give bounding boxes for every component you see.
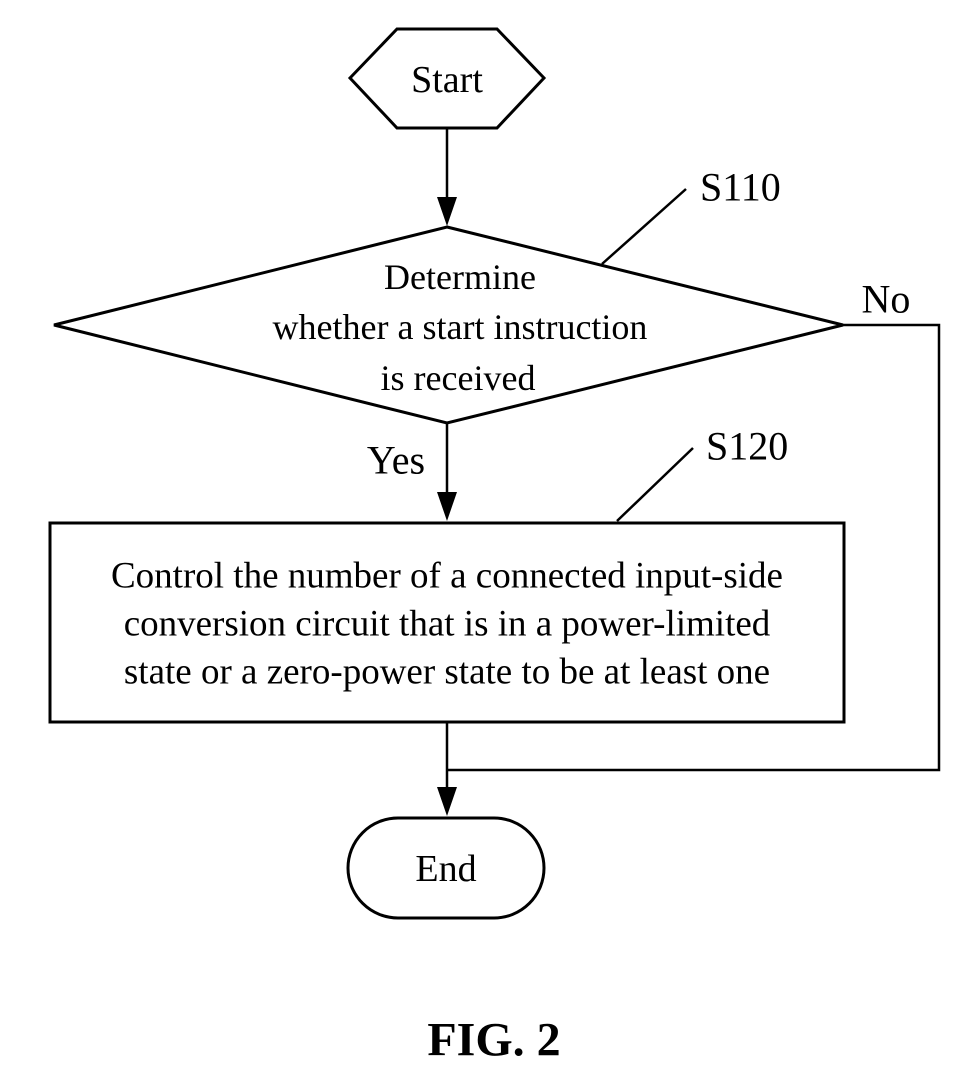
process-node-rectangle — [48, 521, 846, 724]
s120-step-label: S120 — [706, 424, 788, 469]
arrowhead-down-icon — [437, 492, 457, 521]
decision-node-label-line2: whether a start instruction — [273, 307, 648, 347]
decision-node-label-line1: Determine — [384, 257, 536, 297]
process-node-label-line2: conversion circuit that is in a power-li… — [124, 604, 771, 645]
edge-decision-no — [448, 323, 941, 772]
s120-leader-line — [616, 447, 694, 522]
arrowhead-down-icon — [437, 197, 457, 226]
yes-branch-label: Yes — [367, 438, 425, 483]
end-node-label: End — [415, 848, 476, 890]
s110-step-label: S110 — [700, 165, 781, 210]
no-branch-label: No — [862, 277, 911, 322]
start-node-label: Start — [411, 59, 483, 101]
process-node-label-line1: Control the number of a connected input-… — [111, 556, 783, 597]
end-node-stadium — [346, 816, 546, 920]
decision-node-label-line3: is received — [381, 358, 536, 398]
process-node-label-line3: state or a zero-power state to be at lea… — [124, 652, 770, 693]
arrowhead-down-icon — [437, 787, 457, 816]
figure-caption: FIG. 2 — [427, 1014, 560, 1067]
start-node-hexagon — [347, 27, 547, 130]
s110-leader-line — [601, 188, 687, 265]
